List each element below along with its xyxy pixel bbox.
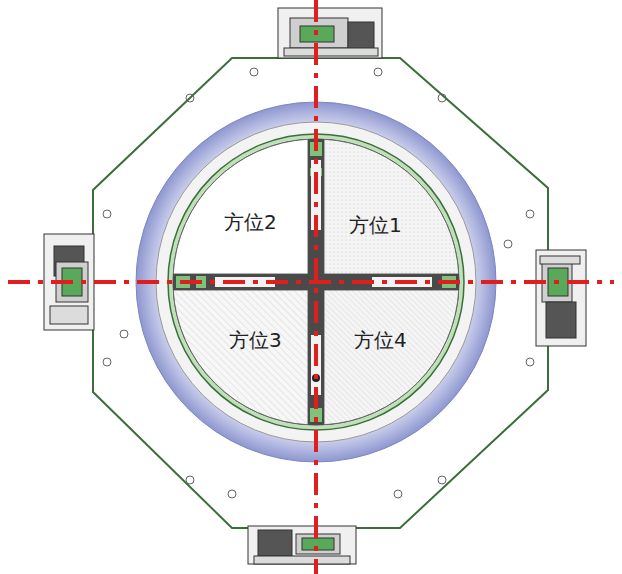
orientation-label: 方位1 [349,213,402,237]
quadrant-shape [173,139,308,274]
quadrant-region: 方位2 [173,139,308,274]
quadrant-shape [324,290,459,425]
orientation-label: 方位3 [229,328,282,352]
quadrant-region: 方位4 [324,290,459,425]
quadrant-shape [324,139,459,274]
quadrant-region: 方位3 [173,290,308,425]
orientation-label: 方位4 [354,328,407,352]
quadrant-region: 方位1 [324,139,459,274]
orientation-label: 方位2 [224,210,277,234]
quadrant-shape [173,290,308,425]
